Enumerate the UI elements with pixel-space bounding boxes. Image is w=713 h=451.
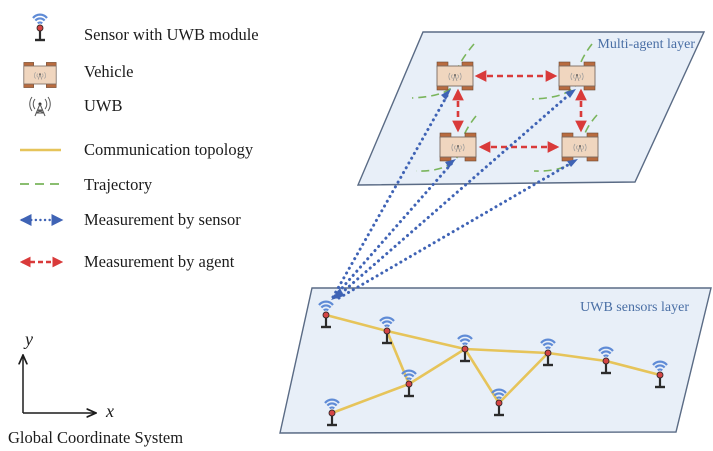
uwb-sensors-layer-label: UWB sensors layer bbox=[580, 300, 689, 315]
legend-label-measurement-by-sensor: Measurement by sensor bbox=[84, 210, 241, 229]
arrowhead-v3 bbox=[445, 159, 456, 168]
vehicle-v4 bbox=[561, 132, 599, 162]
legend-vehicle-icon bbox=[23, 61, 57, 89]
legend-icons bbox=[19, 13, 64, 268]
multi-agent-layer: Multi-agent layer bbox=[356, 31, 706, 186]
topology-link-s1-s2 bbox=[325, 313, 388, 333]
legend-label-trajectory: Trajectory bbox=[84, 175, 153, 194]
topology-link-s4-s5 bbox=[463, 348, 501, 404]
topology-link-s5-s7 bbox=[498, 352, 549, 404]
topology-link-s6-s3 bbox=[331, 382, 410, 415]
sensor-measure-s1-v1 bbox=[331, 92, 450, 299]
x-axis-label: x bbox=[105, 401, 114, 421]
coordinate-system-title: Global Coordinate System bbox=[8, 428, 184, 447]
legend-label-sensor: Sensor with UWB module bbox=[84, 25, 259, 44]
topology-link-s7-s8 bbox=[547, 351, 607, 363]
topology-link-s4-s7 bbox=[464, 347, 549, 355]
sensor-measure-s1-v4 bbox=[337, 160, 575, 300]
uwb-sensors-layer: UWB sensors layer bbox=[279, 287, 712, 434]
sensor-measurements bbox=[331, 91, 575, 300]
communication-topology bbox=[325, 313, 661, 415]
sensor-measure-s1-v3 bbox=[333, 161, 454, 298]
topology-link-s3-s4 bbox=[408, 347, 466, 386]
vehicle-v3 bbox=[439, 132, 477, 162]
topology-link-s2-s4 bbox=[386, 329, 466, 351]
multi-agent-layer-label: Multi-agent layer bbox=[597, 37, 695, 52]
y-axis-label: y bbox=[23, 329, 33, 349]
agent-measurements bbox=[452, 70, 587, 153]
arrowhead-s1 bbox=[331, 288, 344, 300]
global-coordinate-system: y x bbox=[23, 329, 114, 421]
arrowhead-v2 bbox=[565, 89, 576, 98]
sensor-measurement-arrowheads bbox=[331, 89, 578, 300]
topology-link-s8-s9 bbox=[605, 359, 661, 377]
uwb-sensors-plane bbox=[279, 287, 712, 434]
legend-uwb-tower-icon bbox=[29, 96, 51, 117]
arrowhead-v1 bbox=[441, 89, 451, 100]
vehicle-v1 bbox=[436, 61, 474, 91]
legend-label-uwb: UWB bbox=[84, 96, 123, 115]
legend-sensor-icon bbox=[31, 13, 49, 42]
arrowhead-v4 bbox=[567, 159, 578, 167]
sensor-measure-s1-v2 bbox=[335, 91, 573, 299]
vehicle-v2 bbox=[558, 61, 596, 91]
legend-label-vehicle: Vehicle bbox=[84, 62, 134, 81]
legend-label-communication-topology: Communication topology bbox=[84, 140, 254, 159]
legend-label-measurement-by-agent: Measurement by agent bbox=[84, 252, 235, 271]
